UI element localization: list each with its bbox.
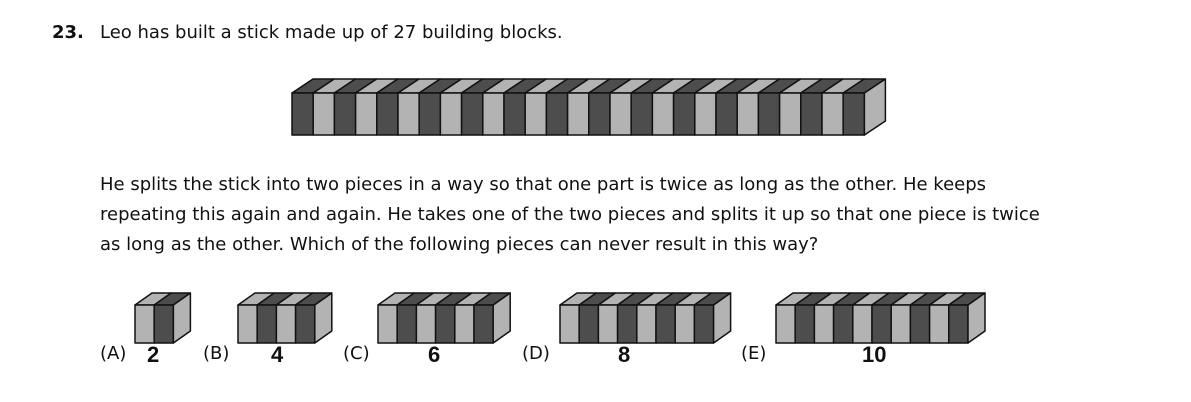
option-e-stick-block-front <box>852 304 873 344</box>
option-d-stick-block-front <box>674 304 696 344</box>
option-d-stick-block-front <box>559 304 580 344</box>
option-c-value: 6 <box>428 342 441 367</box>
main-stick-block-front <box>672 92 696 136</box>
main-stick-block-front <box>333 92 357 136</box>
main-stick-block-front <box>397 92 420 136</box>
option-b-stick-block-front <box>256 304 278 344</box>
option-e-label[interactable]: (E) <box>741 343 767 364</box>
option-c-label[interactable]: (C) <box>343 343 370 364</box>
option-e-stick-block-front <box>775 304 796 344</box>
main-stick-block-front <box>588 92 611 136</box>
option-a-stick-block-front <box>153 304 175 344</box>
main-stick-block-front <box>736 92 760 136</box>
option-b-label[interactable]: (B) <box>203 343 230 364</box>
option-d-stick-end-face <box>712 292 732 344</box>
option-c-stick-block-front <box>454 304 475 344</box>
main-stick-block-front <box>354 92 378 136</box>
option-d-stick-block-front <box>693 304 715 344</box>
option-a-stick-block-front <box>134 304 155 344</box>
question-body: He splits the stick into two pieces in a… <box>100 170 1100 260</box>
option-e-stick-block-front <box>832 304 854 344</box>
option-d-label[interactable]: (D) <box>522 343 550 364</box>
option-e-stick-block-front <box>928 304 950 344</box>
main-stick-block-front <box>842 92 866 136</box>
body-line: as long as the other. Which of the follo… <box>100 234 819 255</box>
main-stick-block-front <box>291 92 314 136</box>
main-stick-block-front <box>439 92 463 136</box>
option-e-stick-block-front <box>890 304 912 344</box>
main-stick-end-face <box>863 78 887 136</box>
main-stick-block-front <box>651 92 675 136</box>
option-d-stick-block-front <box>616 304 638 344</box>
main-stick-block-front <box>376 92 399 136</box>
option-e-stick-end-face <box>967 292 986 344</box>
option-b-value: 4 <box>271 342 284 367</box>
main-stick-block-front <box>715 92 738 136</box>
option-e-stick-block-front <box>948 304 969 344</box>
main-stick-block-front <box>524 92 548 136</box>
option-b-stick-block-front <box>294 304 316 344</box>
option-d-value: 8 <box>618 342 631 367</box>
option-e-stick-block-front <box>794 304 816 344</box>
option-d-stick-block-front <box>655 304 676 344</box>
body-line: He splits the stick into two pieces in a… <box>100 174 987 195</box>
main-stick-block-front <box>821 92 844 136</box>
question-intro: Leo has built a stick made up of 27 buil… <box>100 22 563 43</box>
option-e-stick-block-front <box>813 304 835 344</box>
option-c-stick-block-front <box>415 304 437 344</box>
main-stick-block-front <box>460 92 484 136</box>
option-c-stick-block-front <box>434 304 456 344</box>
option-c-stick-block-front <box>377 304 398 344</box>
main-stick-block-front <box>800 92 823 136</box>
option-a-value: 2 <box>147 342 160 367</box>
option-b-stick-end-face <box>314 292 333 344</box>
main-stick-block-front <box>609 92 632 136</box>
main-stick-block-front <box>418 92 442 136</box>
option-d-stick-block-front <box>636 304 657 344</box>
option-e-stick-block-front <box>871 304 892 344</box>
main-stick-block-front <box>757 92 781 136</box>
option-e-value: 10 <box>862 342 887 367</box>
option-a-stick-end-face <box>172 292 192 344</box>
main-stick-block-front <box>545 92 569 136</box>
option-c-stick-block-front <box>473 304 494 344</box>
option-d-stick-block-front <box>597 304 619 344</box>
body-line: repeating this again and again. He takes… <box>100 204 1040 225</box>
main-stick-block-front <box>694 92 717 136</box>
main-stick-block-front <box>482 92 505 136</box>
option-c-stick-end-face <box>492 292 511 344</box>
main-stick-block-front <box>566 92 590 136</box>
main-stick-block-front <box>778 92 802 136</box>
option-d-stick-block-front <box>578 304 600 344</box>
main-stick-block-front <box>630 92 654 136</box>
option-e-stick-block-front <box>909 304 931 344</box>
question-number: 23. <box>52 22 84 43</box>
option-b-stick-block-front <box>237 304 258 344</box>
main-stick-block-front <box>503 92 526 136</box>
option-a-label[interactable]: (A) <box>100 343 127 364</box>
option-b-stick-block-front <box>275 304 297 344</box>
option-c-stick-block-front <box>396 304 418 344</box>
main-stick-block-front <box>312 92 336 136</box>
